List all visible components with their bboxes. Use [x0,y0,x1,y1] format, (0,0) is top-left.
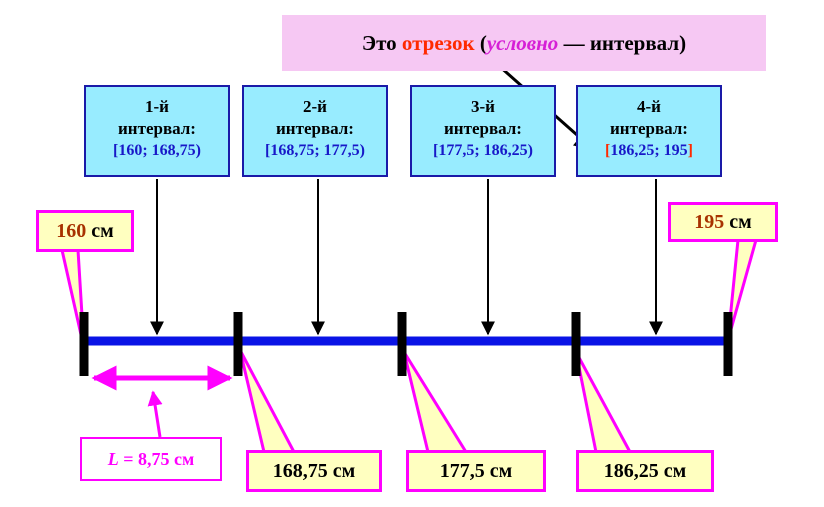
range-values: 186,25; 195 [610,142,688,159]
endpoint-value: 195 [694,211,725,233]
range-open-bracket: [ [433,142,439,159]
endpoint-unit: см [729,211,752,233]
interval-title: 3-й [471,97,495,116]
length-value: = 8,75 см [123,449,195,469]
header-suffix: — интервал) [563,31,687,55]
range-open-bracket: [ [605,142,611,159]
callout-boundary-186-25: 186,25 см [576,450,714,492]
interval-title: 1-й [145,97,169,116]
header-open-paren: ( [479,31,487,55]
endpoint-value: 160 [56,220,87,242]
interval-box-1: 1-й интервал: [160; 168,75) [84,85,230,177]
callout-tail-168 [238,348,296,454]
callout-tail-186 [574,350,632,454]
interval-subtitle: интервал: [610,119,688,138]
range-open-bracket: [ [113,142,119,159]
interval-title: 2-й [303,97,327,116]
range-close-bracket: ] [687,142,693,159]
segment-note-header: Это отрезок (условно — интервал) [282,15,766,71]
range-close-bracket: ) [527,142,533,159]
range-values: 168,75; 177,5 [270,142,360,159]
callout-boundary-177-5: 177,5 см [406,450,546,492]
interval-subtitle: интервал: [118,119,196,138]
interval-range: [168,75; 177,5) [244,140,386,162]
header-italic: условно [486,31,559,55]
interval-length-label: L = 8,75 см [80,437,222,481]
range-open-bracket: [ [265,142,271,159]
interval-box-2: 2-й интервал: [168,75; 177,5) [242,85,388,177]
length-variable: L [107,449,119,469]
interval-title: 4-й [637,97,661,116]
range-close-bracket: ) [195,142,201,159]
header-highlight: отрезок [401,31,475,55]
interval-box-3: 3-й интервал: [177,5; 186,25) [410,85,556,177]
range-values: 160; 168,75 [118,142,196,159]
range-close-bracket: ) [359,142,365,159]
callout-boundary-168-75: 168,75 см [246,450,382,492]
callout-endpoint-195: 195 см [668,202,778,242]
interval-subtitle: интервал: [276,119,354,138]
length-pointer-arrow [147,390,163,438]
interval-range: [177,5; 186,25) [412,140,554,162]
interval-range: [186,25; 195] [578,140,720,162]
range-values: 177,5; 186,25 [438,142,528,159]
header-prefix: Это [361,31,397,55]
interval-subtitle: интервал: [444,119,522,138]
callout-endpoint-160: 160 см [36,210,134,252]
callout-tail-177 [402,350,468,454]
endpoint-unit: см [91,220,114,242]
interval-range: [160; 168,75) [86,140,228,162]
interval-box-4: 4-й интервал: [186,25; 195] [576,85,722,177]
